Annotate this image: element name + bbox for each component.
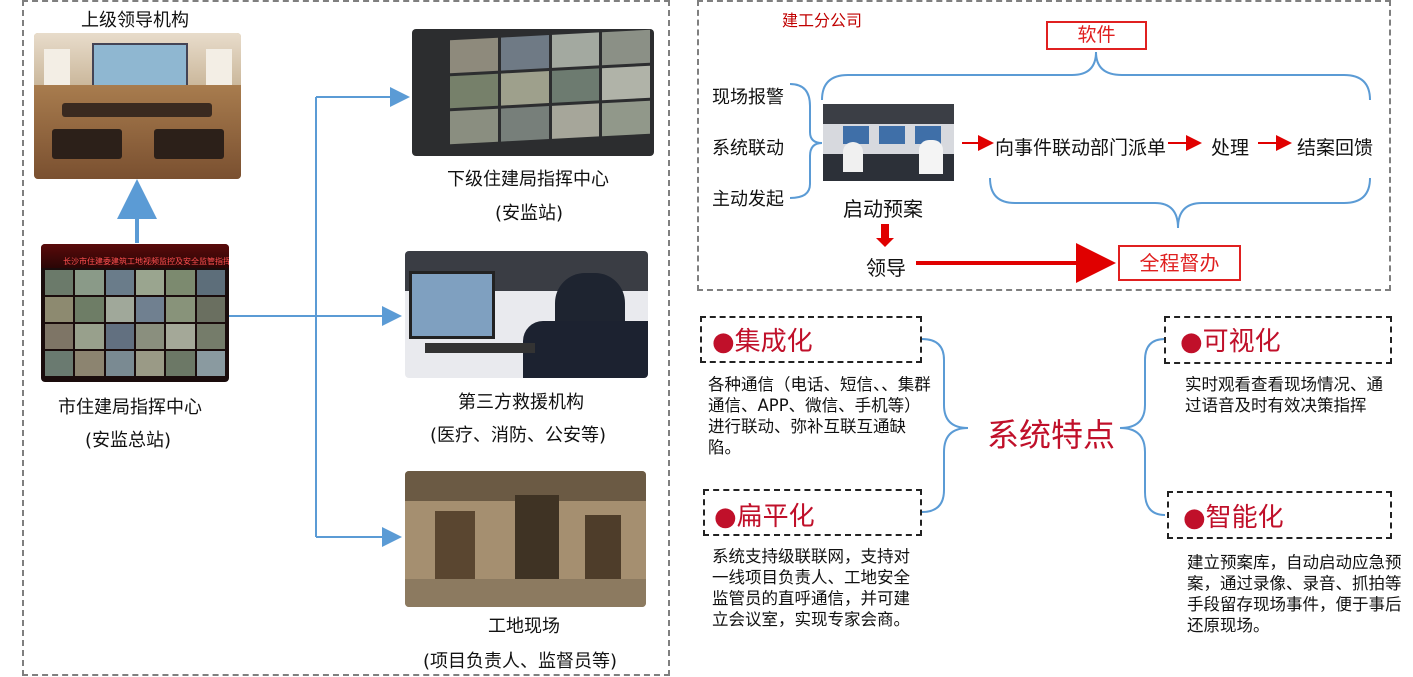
feature-visual-box (1164, 316, 1392, 364)
leader-label: 领导 (866, 256, 906, 280)
trigger-brace (789, 83, 823, 199)
feature-smart-title: ●智能化 (1183, 503, 1284, 533)
top-org-label: 上级领导机构 (81, 10, 189, 31)
feature-visual-body: 实时观看查看现场情况、通过语音及时有效决策指挥 (1185, 375, 1383, 415)
left-panel-frame (22, 0, 670, 676)
lower-center-photo (412, 29, 654, 156)
step-handle: 处理 (1211, 137, 1250, 159)
feature-visual-title: ●可视化 (1180, 327, 1281, 357)
feature-integration-body: 各种通信（电话、短信、、集群通信、APP、微信、手机等）进行联动、弥补互联互通缺… (708, 375, 931, 457)
screen-banner-text: 长沙市住建委建筑工地视频监控及安全监管指挥中心 (63, 257, 229, 266)
city-center-label: 市住建局指挥中心 (58, 397, 202, 418)
city-center-sub: (安监总站) (85, 430, 172, 451)
site-photo (405, 471, 646, 607)
features-center-label: 系统特点 (987, 416, 1116, 454)
step-close-feedback: 结案回馈 (1297, 137, 1374, 159)
supervise-bottom-bracket (989, 177, 1371, 229)
top-org-photo (34, 33, 241, 179)
supervise-box: 全程督办 (1118, 245, 1241, 281)
software-label: 软件 (1077, 24, 1116, 46)
start-plan-label: 启动预案 (843, 197, 923, 221)
feature-smart-box (1167, 491, 1392, 539)
feature-flat-body: 系统支持级联联网，支持对一线项目负责人、工地安全监管员的直呼通信，并可建立会议室… (712, 547, 910, 629)
control-room-photo (823, 104, 954, 181)
flow-panel-frame (697, 0, 1391, 291)
step-dispatch: 向事件联动部门派单 (995, 137, 1167, 159)
software-top-bracket (821, 51, 1371, 101)
trigger-item-1: 系统联动 (712, 138, 784, 159)
lower-center-sub: (安监站) (495, 203, 564, 224)
trigger-item-0: 现场报警 (712, 87, 784, 108)
site-sub: (项目负责人、监督员等) (423, 651, 618, 672)
feature-integration-title: ●集成化 (712, 327, 813, 357)
company-label: 建工分公司 (782, 11, 863, 30)
site-label: 工地现场 (488, 616, 560, 637)
lower-center-label: 下级住建局指挥中心 (447, 169, 609, 190)
feature-integration-box (700, 316, 922, 363)
supervise-label: 全程督办 (1139, 251, 1220, 275)
rescue-label: 第三方救援机构 (458, 392, 584, 413)
city-center-photo: 长沙市住建委建筑工地视频监控及安全监管指挥中心 (41, 244, 229, 382)
software-box: 软件 (1046, 21, 1147, 50)
rescue-sub: (医疗、消防、公安等) (430, 425, 607, 446)
feature-flat-box (703, 489, 922, 536)
rescue-photo (405, 251, 648, 378)
trigger-item-2: 主动发起 (712, 189, 784, 210)
feature-flat-title: ●扁平化 (714, 502, 815, 532)
feature-smart-body: 建立预案库，自动启动应急预案，通过录像、录音、抓拍等手段留存现场事件，便于事后还… (1187, 553, 1402, 635)
